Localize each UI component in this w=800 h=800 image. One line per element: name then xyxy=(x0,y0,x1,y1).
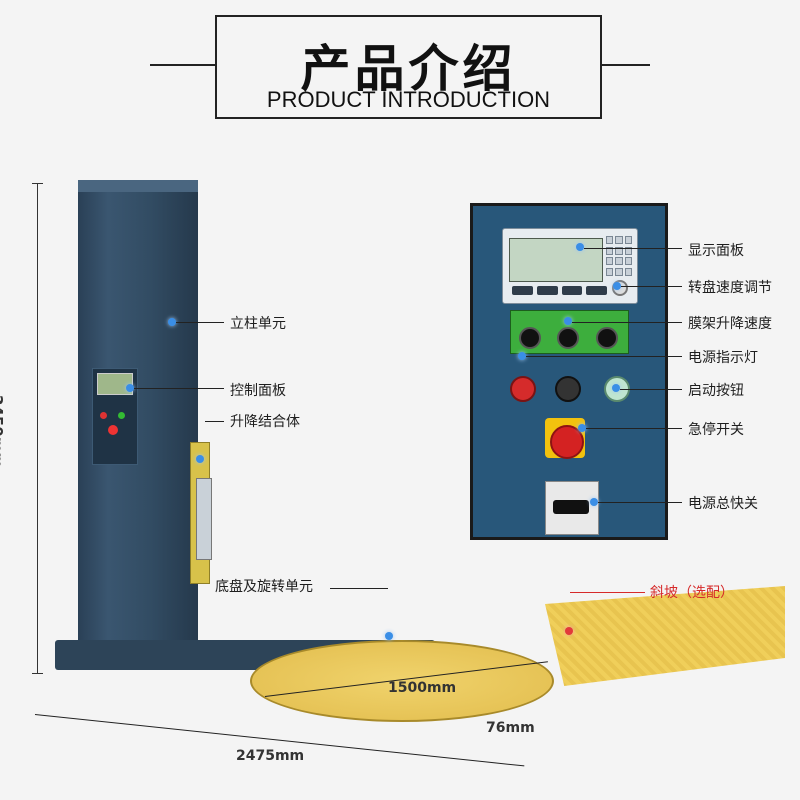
film-roll-holder xyxy=(196,478,212,560)
panel-line-display xyxy=(584,248,682,249)
callout-dot-base xyxy=(385,632,393,640)
panel-dot-estop xyxy=(578,424,586,432)
emergency-stop-button xyxy=(550,425,584,459)
callout-control-panel: 控制面板 xyxy=(230,383,286,399)
page-title: 产品介绍 xyxy=(300,40,517,98)
spare-button xyxy=(555,376,581,402)
panel-dot-display xyxy=(576,243,584,251)
turntable-height-label: 76mm xyxy=(486,720,535,736)
power-indicator-lamp xyxy=(510,376,536,402)
panel-dot-power-indicator xyxy=(518,352,526,360)
panel-dot-main-power xyxy=(590,498,598,506)
callout-lift-assembly: 升降结合体 xyxy=(230,414,300,430)
height-dimension-cap-top xyxy=(32,183,43,184)
keypad xyxy=(606,236,632,276)
callout-ramp: 斜坡（选配） xyxy=(650,585,734,601)
height-dimension-line xyxy=(37,183,38,673)
callout-line-ramp xyxy=(570,592,645,593)
panel-label-film-lift-speed: 膜架升降速度 xyxy=(688,316,772,332)
machine-lamp-green xyxy=(118,412,125,419)
callout-dot-control-panel xyxy=(126,384,134,392)
callout-line-lift xyxy=(205,421,224,422)
panel-line-film-lift xyxy=(572,322,682,323)
turntable xyxy=(250,640,554,722)
panel-label-main-power-switch: 电源总快关 xyxy=(688,496,758,512)
panel-label-display: 显示面板 xyxy=(688,243,744,259)
callout-line-base xyxy=(330,588,388,589)
callout-dot-column xyxy=(168,318,176,326)
header-line-right xyxy=(568,64,650,66)
speed-knob-2 xyxy=(557,327,579,349)
panel-line-main-power xyxy=(598,502,682,503)
machine-column-top xyxy=(78,180,198,192)
panel-label-power-indicator: 电源指示灯 xyxy=(688,350,758,366)
callout-dot-lift xyxy=(196,455,204,463)
panel-line-power-indicator xyxy=(526,356,682,357)
height-dimension-cap-bottom xyxy=(32,673,43,674)
lcd-screen xyxy=(509,238,603,282)
panel-label-turntable-speed: 转盘速度调节 xyxy=(688,280,772,296)
panel-line-start xyxy=(620,389,682,390)
length-dimension-label: 2475mm xyxy=(236,748,305,764)
main-power-switch-handle xyxy=(553,500,589,514)
callout-dot-ramp xyxy=(565,627,573,635)
header-line-left xyxy=(150,64,250,66)
callout-column-unit: 立柱单元 xyxy=(230,316,286,332)
height-dimension-label: 2450mm xyxy=(0,395,6,469)
panel-line-estop xyxy=(586,428,682,429)
callout-line-column xyxy=(176,322,224,323)
speed-knob-1 xyxy=(519,327,541,349)
callout-line-control-panel xyxy=(134,388,224,389)
panel-label-start-button: 启动按钮 xyxy=(688,383,744,399)
panel-line-turntable-speed xyxy=(621,286,682,287)
page-subtitle: PRODUCT INTRODUCTION xyxy=(266,87,551,112)
machine-estop xyxy=(108,425,118,435)
header-box: 产品介绍 PRODUCT INTRODUCTION xyxy=(215,15,602,119)
machine-lamp-red xyxy=(100,412,107,419)
turntable-diameter-label: 1500mm xyxy=(388,680,457,696)
callout-base-rotation: 底盘及旋转单元 xyxy=(215,579,313,595)
panel-dot-turntable-speed xyxy=(613,282,621,290)
panel-label-emergency-stop: 急停开关 xyxy=(688,422,744,438)
speed-knob-3 xyxy=(596,327,618,349)
panel-dot-start xyxy=(612,384,620,392)
panel-dot-film-lift xyxy=(564,317,572,325)
function-keys xyxy=(512,286,607,295)
